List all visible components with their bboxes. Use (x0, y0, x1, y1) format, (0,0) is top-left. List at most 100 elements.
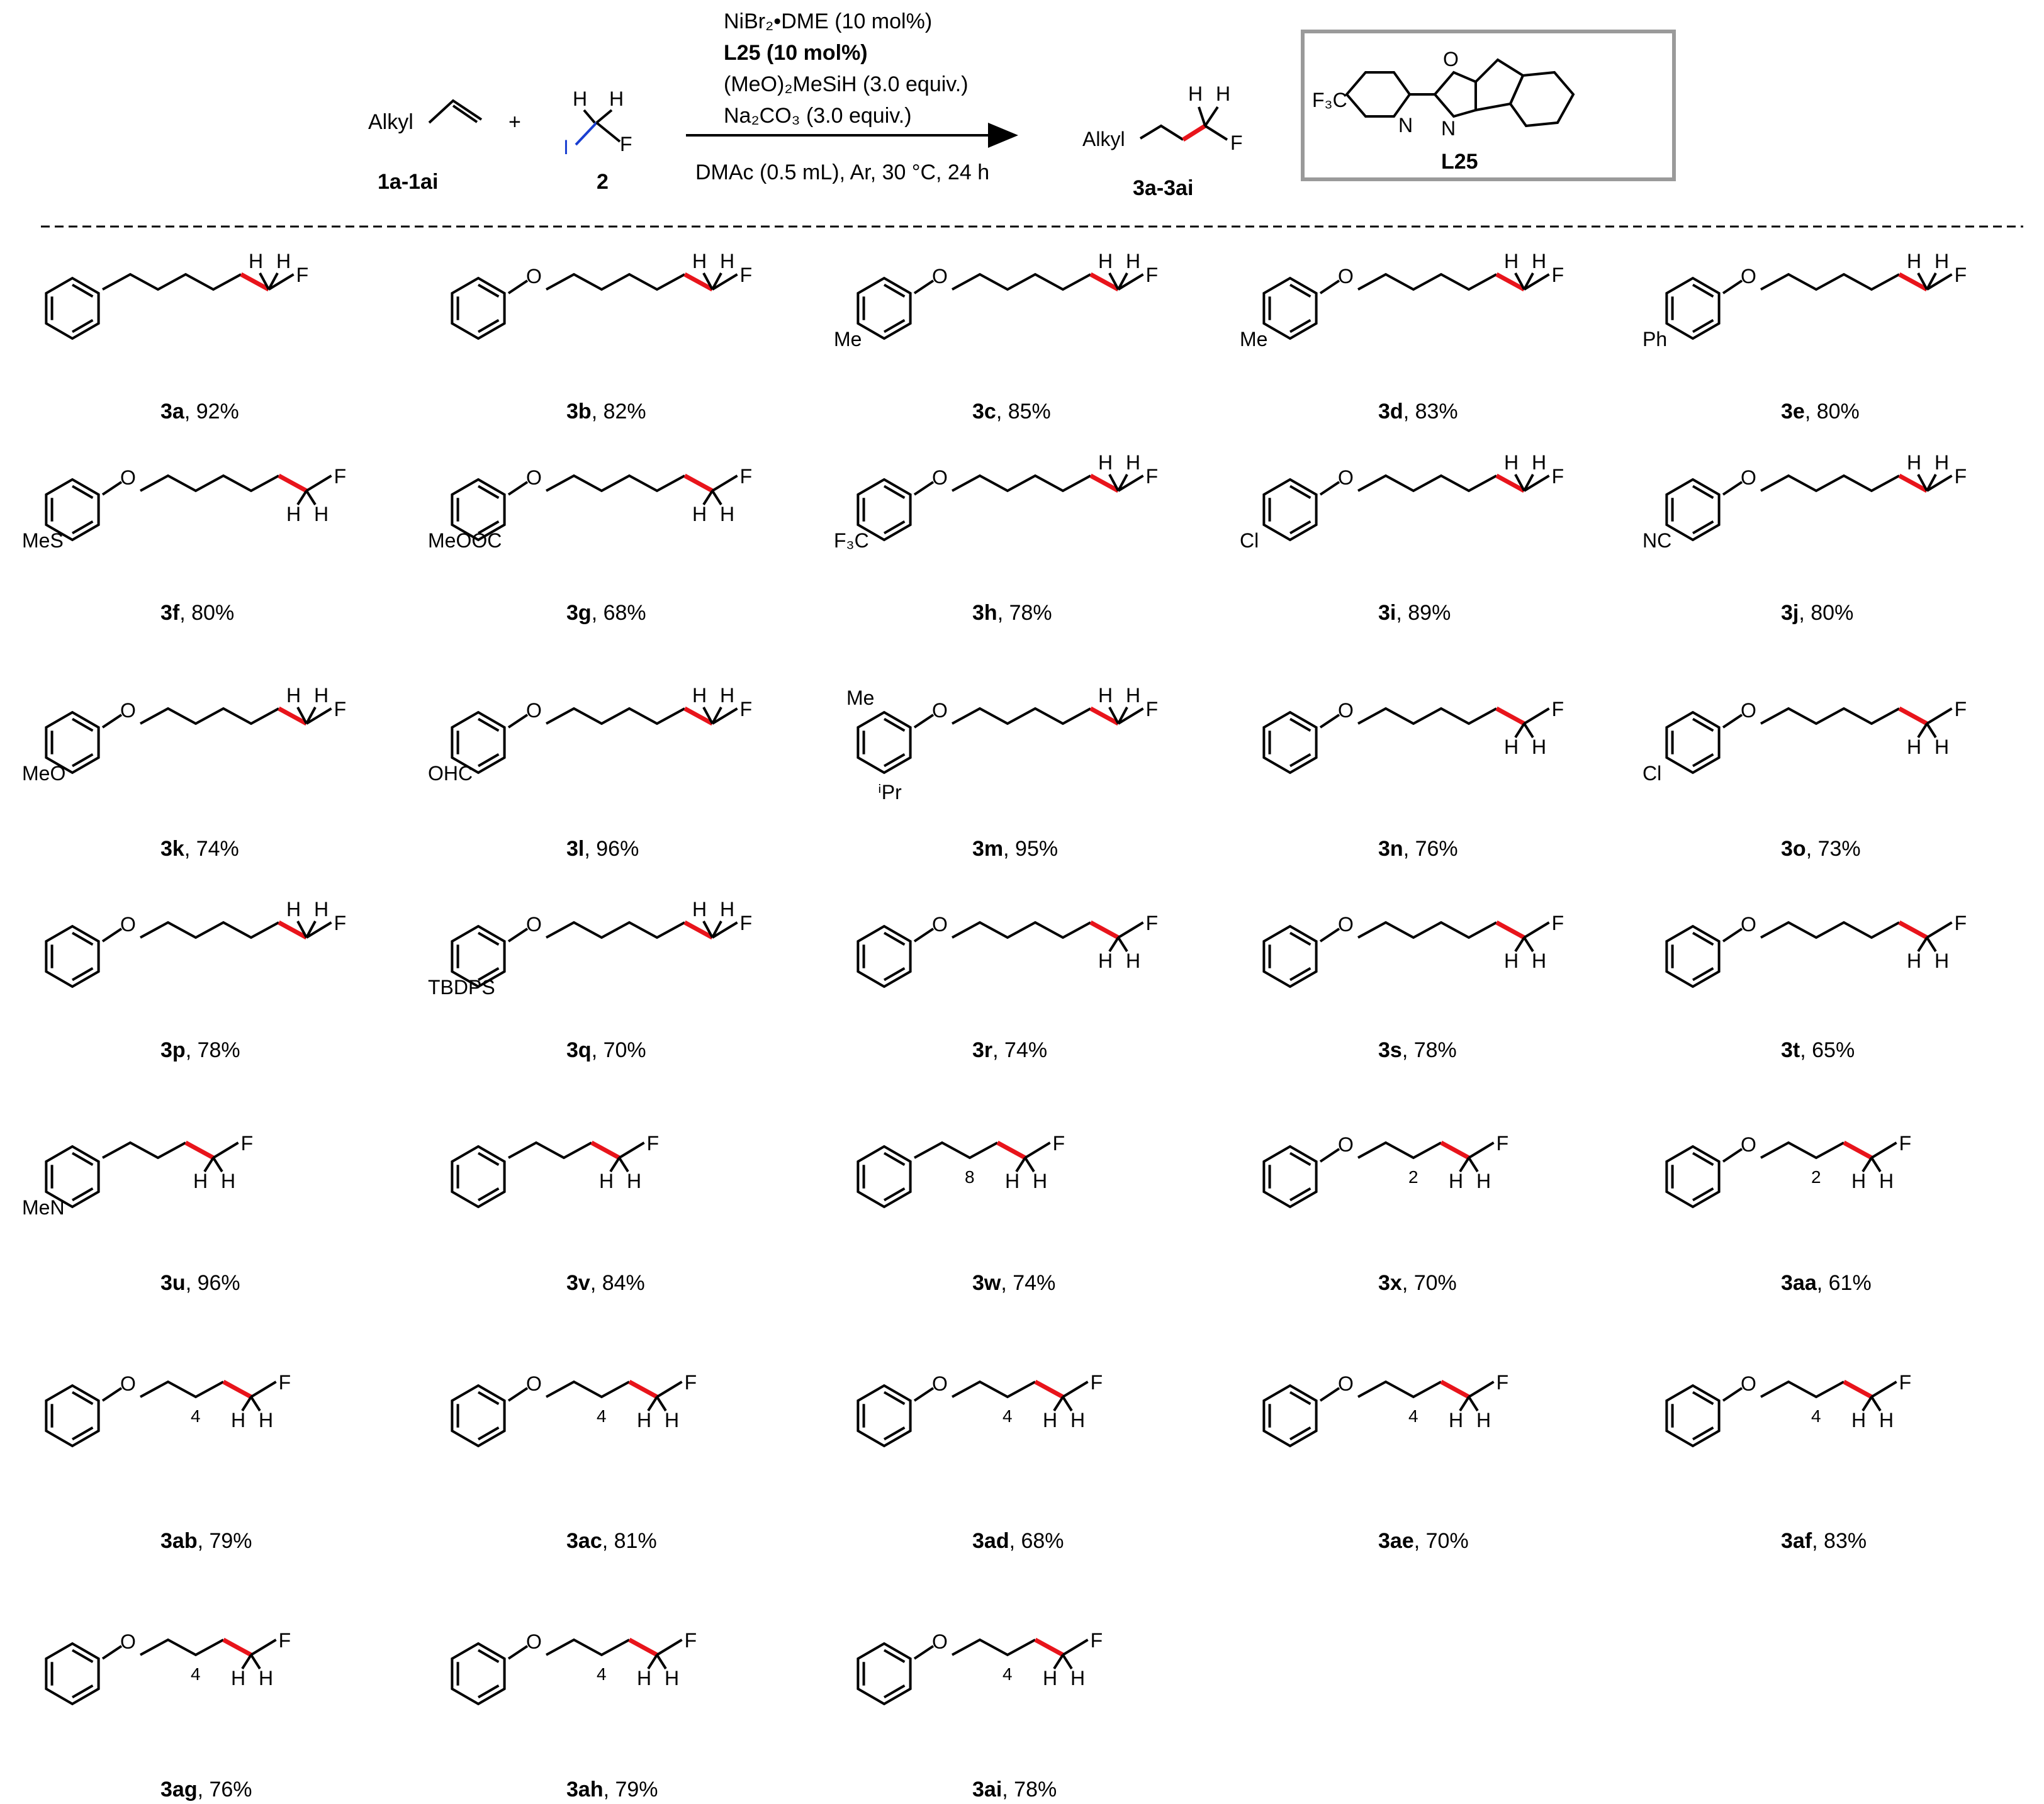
alkyl-chain (140, 921, 279, 939)
caption-3t: 3t, 65% (1781, 1038, 1855, 1062)
fluorine-atom: F (1091, 1371, 1103, 1394)
hydrogen-atom: H (286, 684, 301, 707)
fluorine-atom: F (279, 1629, 291, 1652)
new-c-c-bond (278, 706, 308, 726)
caption-3ad: 3ad, 68% (972, 1529, 1064, 1553)
new-c-c-bond (184, 1140, 215, 1160)
chain-repeat-count: 4 (1408, 1406, 1418, 1426)
yield-value: , 65% (1800, 1038, 1855, 1062)
hydrogen-atom: H (692, 898, 707, 921)
new-c-c-bond (996, 1140, 1026, 1160)
fluorine-atom: F (1496, 1371, 1509, 1394)
hydrogen-atom: H (720, 898, 734, 921)
alkyl-chain (952, 1380, 1036, 1399)
oxygen-atom: O (932, 466, 948, 489)
hydrogen-atom: H (1126, 684, 1140, 707)
fluorine-atom: F (1552, 264, 1564, 286)
substituent-3k: MeO (22, 762, 65, 785)
chain-repeat-count: 2 (1408, 1167, 1418, 1187)
new-c-c-bond (240, 272, 270, 292)
alkyl-chain (952, 272, 1091, 291)
aryl-ring (1262, 710, 1318, 775)
hydrogen-atom: H (1098, 684, 1113, 707)
oxygen-atom: O (1338, 913, 1354, 936)
svg-text:H: H (573, 87, 587, 110)
fluorine-atom: F (1955, 264, 1967, 286)
svg-text:H: H (1188, 82, 1203, 105)
compound-id: 3s (1378, 1038, 1402, 1062)
alkyl-chain (1760, 1141, 1845, 1160)
oxygen-atom: O (526, 466, 542, 489)
chain-repeat-count: 2 (1811, 1167, 1821, 1187)
caption-3g: 3g, 68% (566, 601, 646, 625)
alkyl-chain (1760, 272, 1900, 291)
svg-text:F: F (1230, 132, 1243, 154)
hydrogen-atom: H (1504, 451, 1519, 474)
yield-value: , 73% (1806, 837, 1861, 861)
alkyl-chain (952, 1638, 1036, 1657)
fluorine-atom: F (1053, 1132, 1065, 1155)
caption-3w: 3w, 74% (972, 1271, 1055, 1295)
condition-line-2: L25 (10 mol%) (724, 41, 868, 65)
reagent-2-id: 2 (597, 170, 609, 194)
hydrogen-atom: H (1504, 736, 1519, 758)
compound-id: 3b (566, 400, 592, 423)
aryl-ring (1665, 478, 1721, 542)
caption-3h: 3h, 78% (972, 601, 1052, 625)
fluorine-atom: F (740, 264, 753, 286)
yield-value: , 81% (602, 1529, 657, 1553)
fluorine-atom: F (647, 1132, 660, 1155)
hydrogen-atom: H (1043, 1667, 1057, 1689)
aryl-ring (45, 478, 100, 542)
hydrogen-atom: H (1934, 736, 1949, 758)
new-c-c-bond (222, 1379, 252, 1399)
caption-3v: 3v, 84% (566, 1271, 645, 1295)
hydrogen-atom: H (692, 250, 707, 272)
substituent-3e: Ph (1642, 328, 1667, 350)
substituent-3h: F₃C (834, 529, 869, 552)
product-general-structure: Alkyl H H F (1082, 82, 1243, 154)
hydrogen-atom: H (1070, 1409, 1085, 1431)
alkyl-chain (102, 1141, 186, 1160)
caption-3ag: 3ag, 76% (160, 1778, 252, 1801)
alkyl-chain (1357, 1141, 1442, 1160)
hydrogen-atom: H (720, 503, 734, 525)
fluorine-atom: F (740, 912, 753, 934)
hydrogen-atom: H (314, 898, 328, 921)
fluorine-atom: F (685, 1371, 697, 1394)
substituent-3j: NC (1642, 529, 1671, 552)
alkyl-chain (952, 474, 1091, 493)
oxygen-atom: O (932, 699, 948, 722)
caption-3ac: 3ac, 81% (566, 1529, 657, 1553)
new-c-c-bond (1495, 920, 1525, 940)
chain-repeat-count: 4 (191, 1406, 201, 1426)
fluorine-atom: F (740, 698, 753, 720)
substituent-3f: MeS (22, 529, 64, 552)
substituent-3q: TBDPS (428, 976, 495, 999)
yield-value: , 78% (1402, 1038, 1457, 1062)
aryl-ring (1665, 924, 1721, 989)
new-c-c-bond (1843, 1140, 1873, 1160)
substituent-3i: Cl (1240, 529, 1259, 552)
aryl-ring (1665, 1145, 1721, 1209)
svg-text:F: F (620, 133, 632, 155)
chain-repeat-count: 8 (965, 1167, 975, 1187)
fluorine-atom: F (334, 698, 347, 720)
aryl-ring (856, 1642, 912, 1706)
yield-value: , 74% (992, 1038, 1047, 1062)
new-c-c-bond (683, 920, 714, 940)
yield-value: , 68% (592, 601, 646, 625)
oxygen-atom: O (120, 1372, 136, 1395)
alkyl-chain (546, 707, 685, 726)
compound-id: 3r (972, 1038, 992, 1062)
new-c-c-bond (1089, 272, 1120, 292)
